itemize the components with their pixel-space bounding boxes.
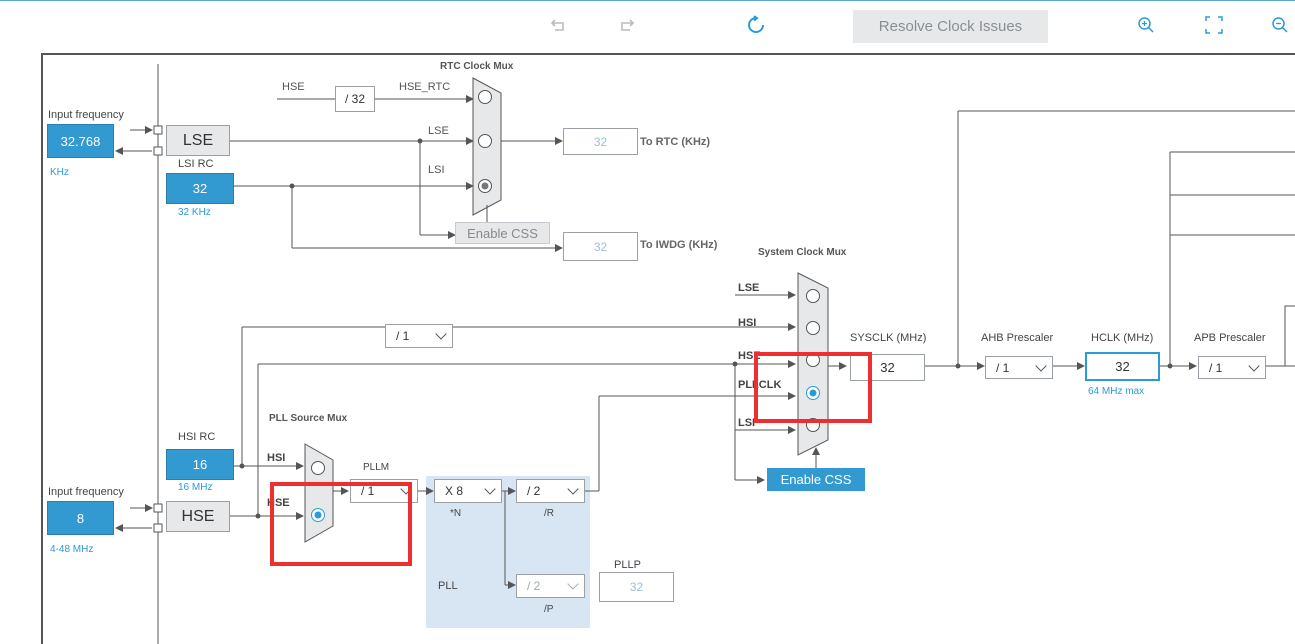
refresh-icon[interactable] (744, 13, 768, 37)
lsi-rc-value-box: 32 (166, 173, 234, 204)
rtc-output-box: 32 (563, 128, 638, 155)
sysclk-label: SYSCLK (MHz) (850, 332, 927, 344)
ahb-prescaler-label: AHB Prescaler (981, 332, 1054, 344)
lsi-rc-unit-label: 32 KHz (178, 207, 211, 218)
apb-prescaler-value: / 1 (1209, 360, 1223, 375)
to-rtc-label: To RTC (KHz) (640, 136, 711, 148)
sysmux-lsi-label: LSI (738, 417, 756, 429)
lse-oscillator-box: LSE (166, 125, 230, 156)
highlight-pllclk-selection (754, 352, 872, 423)
hsi-rc-unit-label: 16 MHz (178, 482, 213, 493)
plln-value: X 8 (445, 484, 464, 498)
to-iwdg-label: To IWDG (KHz) (640, 239, 718, 251)
chevron-down-icon (567, 578, 579, 590)
system-clock-mux-title: System Clock Mux (758, 247, 847, 258)
rtc-hse-divider: / 32 (335, 86, 375, 112)
pllr-select[interactable]: / 2 (516, 479, 585, 503)
hsi-divider-select[interactable]: / 1 (385, 324, 453, 348)
pllp-div-label: /P (544, 604, 554, 615)
hse-input-frequency-label: Input frequency (48, 486, 124, 498)
zoom-in-icon[interactable] (1134, 13, 1158, 37)
rtc-lsi-label: LSI (428, 164, 445, 176)
ahb-prescaler-select[interactable]: / 1 (985, 356, 1053, 379)
lse-input-frequency-label: Input frequency (48, 109, 124, 121)
plln-select[interactable]: X 8 (434, 479, 502, 503)
iwdg-output-box: 32 (563, 232, 638, 261)
pll-mux-hsi-label: HSI (267, 452, 286, 464)
lse-input-frequency-field[interactable]: 32.768 (47, 124, 114, 158)
resolve-clock-issues-button[interactable]: Resolve Clock Issues (853, 10, 1048, 43)
pllp-label: PLLP (614, 559, 641, 571)
hse-range-label: 4-48 MHz (50, 544, 94, 555)
redo-icon[interactable] (614, 13, 638, 37)
rtc-hse-rtc-label: HSE_RTC (399, 81, 451, 93)
pll-label: PLL (438, 580, 458, 592)
hclk-label: HCLK (MHz) (1091, 332, 1154, 344)
hsi-rc-label: HSI RC (178, 431, 216, 443)
chevron-down-icon (484, 483, 496, 495)
zoom-out-icon[interactable] (1268, 13, 1292, 37)
pllr-label: /R (544, 508, 554, 519)
rtc-mux-title: RTC Clock Mux (440, 61, 514, 72)
pllr-value: / 2 (527, 484, 541, 498)
lse-unit-label: KHz (50, 167, 69, 178)
highlight-hse-pll-source (270, 482, 412, 566)
pllm-value: / 1 (361, 484, 375, 498)
lsi-rc-label: LSI RC (178, 158, 214, 170)
sysclk-value-box: 32 (850, 354, 925, 381)
toolbar: Resolve Clock Issues (0, 1, 1295, 51)
plln-label: *N (450, 508, 462, 519)
chevron-down-icon (567, 483, 579, 495)
hclk-max-label: 64 MHz max (1088, 386, 1145, 397)
apb-prescaler-select[interactable]: / 1 (1198, 356, 1266, 379)
sysmux-hsi-label: HSI (738, 317, 757, 329)
fit-screen-icon[interactable] (1202, 13, 1226, 37)
sysmux-lse-label: LSE (738, 282, 760, 294)
undo-icon[interactable] (547, 13, 571, 37)
hsi-divider-value: / 1 (396, 329, 410, 343)
chevron-down-icon (435, 328, 447, 340)
pll-source-mux-title: PLL Source Mux (269, 413, 348, 424)
system-enable-css-button[interactable]: Enable CSS (767, 468, 865, 491)
chevron-down-icon (1248, 359, 1260, 372)
hse-oscillator-box: HSE (166, 501, 230, 532)
rtc-enable-css-button[interactable]: Enable CSS (455, 222, 550, 244)
sysmux-pllclk-label: PLLCLK (738, 379, 782, 391)
chevron-down-icon (1035, 359, 1047, 372)
ahb-prescaler-value: / 1 (996, 360, 1010, 375)
pllp-value: / 2 (527, 579, 541, 593)
apb-prescaler-label: APB Prescaler (1194, 332, 1266, 344)
hclk-value-field[interactable]: 32 (1085, 352, 1160, 381)
hsi-rc-value-box: 16 (166, 449, 234, 480)
pllp-output-box: 32 (599, 572, 674, 602)
pllp-select[interactable]: / 2 (516, 574, 585, 598)
hse-input-frequency-field[interactable]: 8 (47, 501, 114, 535)
rtc-lse-label: LSE (428, 125, 449, 137)
pllm-label: PLLM (363, 462, 390, 473)
rtc-hse-label: HSE (282, 81, 305, 93)
